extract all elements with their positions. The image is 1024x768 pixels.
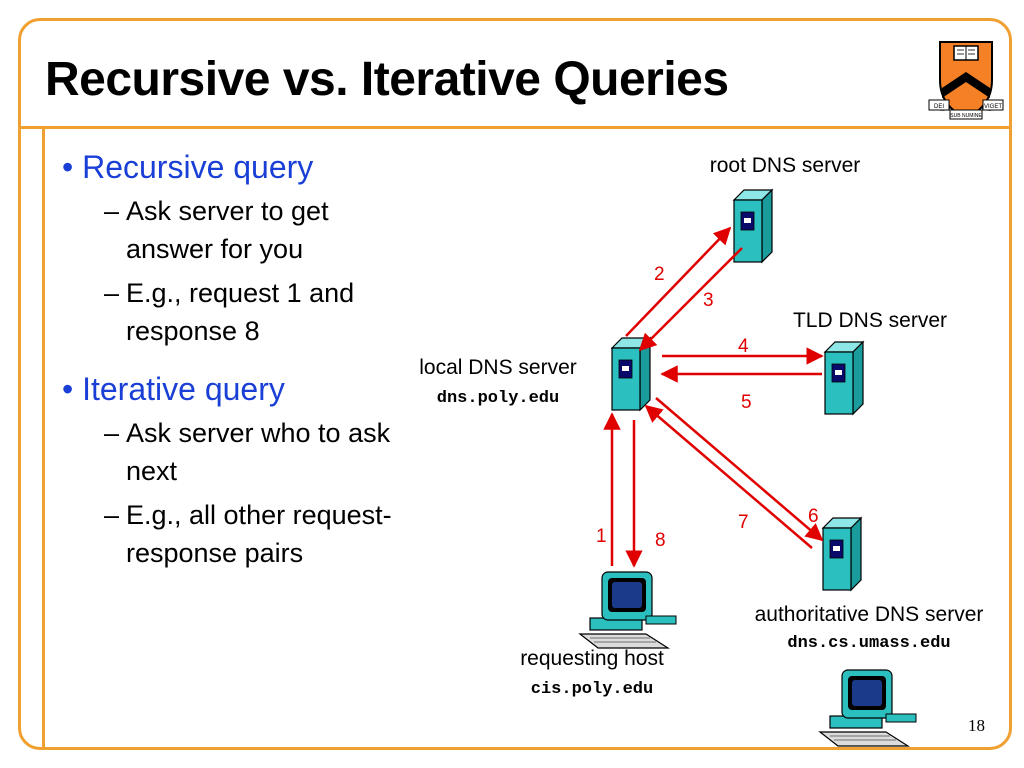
arrow-step-2 [625,226,732,337]
arrow-step-3 [638,247,743,352]
sub-bullet: –E.g., request 1 and response 8 [104,278,355,346]
page-number: 18 [968,716,985,735]
arrow-step-7 [644,404,813,549]
root-server-label: root DNS server [710,154,861,177]
left-margin-rule [42,126,45,750]
bullet-iterative: • Iterative query [62,371,285,407]
step-label-4: 4 [738,336,749,357]
step-label-8: 8 [655,530,666,551]
sub-bullet: –Ask server to get answer for you [104,196,329,264]
local-server-label: local DNS server [419,356,577,379]
bullet-recursive: • Recursive query [62,149,314,185]
slide-title: Recursive vs. Iterative Queries [45,53,729,106]
university-shield-logo: DEI SUB NUMINE VIGET [928,41,1004,120]
slide-frame [18,18,1012,750]
logo-motto-right: VIGET [984,104,1002,110]
bullet-list: • Recursive query –Ask server to get ans… [62,148,402,578]
step-label-2: 2 [654,264,665,285]
step-label-7: 7 [738,512,749,533]
sub-bullet: –E.g., all other request-response pairs [104,500,392,568]
tld-server-icon [824,341,864,415]
authoritative-server-icon [822,517,862,591]
requesting-host-name: cis.poly.edu [531,680,653,699]
computer-icon [819,669,917,747]
requesting-host-label: requesting host [520,647,664,670]
logo-motto-left: DEI [934,104,944,110]
local-server-icon [611,337,651,411]
tld-server-label: TLD DNS server [793,309,947,332]
local-server-host: dns.poly.edu [437,389,559,408]
sub-bullet: –Ask server who to ask next [104,418,391,486]
logo-motto-middle: SUB NUMINE [950,113,982,119]
step-label-5: 5 [741,392,752,413]
arrow-step-6 [655,397,824,542]
step-label-1: 1 [596,526,607,547]
step-label-3: 3 [703,290,714,311]
authoritative-server-label: authoritative DNS server [755,603,984,626]
title-divider [18,126,1012,129]
step-label-6: 6 [808,506,819,527]
requesting-host-icon [579,571,677,649]
authoritative-server-host: dns.cs.umass.edu [787,634,950,653]
